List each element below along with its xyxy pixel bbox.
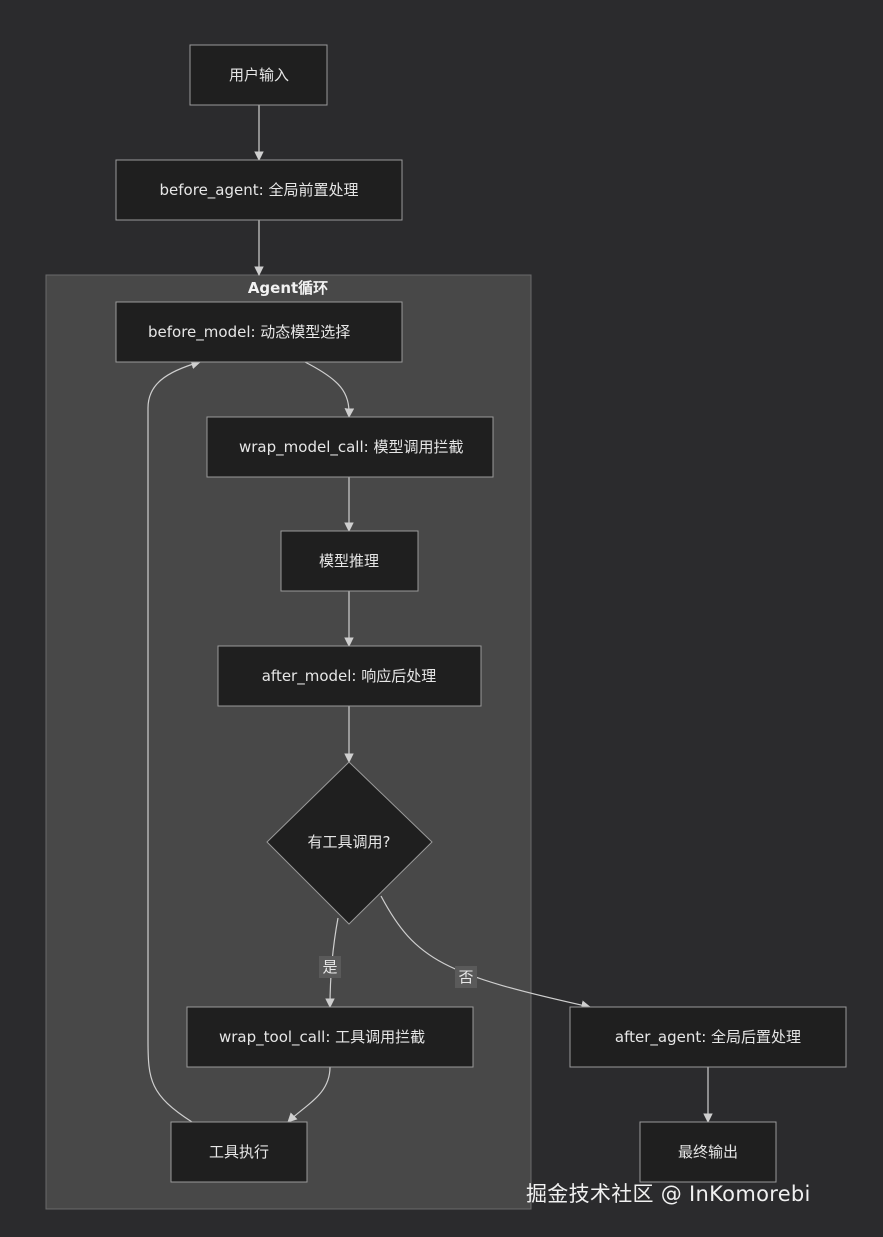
svg-text:after_agent: 全局后置处理: after_agent: 全局后置处理 [615, 1028, 801, 1047]
svg-text:after_model: 响应后处理: after_model: 响应后处理 [262, 667, 437, 686]
cluster-title: Agent循环 [248, 279, 328, 297]
svg-text:最终输出: 最终输出 [678, 1143, 738, 1161]
node-has-tool-call-decision: 有工具调用? [266, 761, 433, 925]
node-before-agent: before_agent: 全局前置处理 [115, 159, 403, 221]
node-tool-exec: 工具执行 [170, 1121, 308, 1183]
svg-text:否: 否 [458, 968, 473, 986]
edge-label-no: 否 [455, 966, 477, 988]
svg-text:wrap_model_call: 模型调用拦截: wrap_model_call: 模型调用拦截 [239, 438, 463, 457]
node-user-input: 用户输入 [189, 44, 328, 106]
svg-text:用户输入: 用户输入 [229, 66, 289, 84]
watermark: 掘金技术社区 @ InKomorebi [526, 1182, 811, 1206]
agent-loop-cluster: Agent循环 [45, 274, 532, 1210]
svg-text:工具执行: 工具执行 [209, 1143, 269, 1161]
svg-text:模型推理: 模型推理 [319, 552, 379, 570]
edge-label-yes: 是 [319, 956, 341, 978]
node-before-model: before_model: 动态模型选择 [115, 301, 403, 363]
node-after-agent: after_agent: 全局后置处理 [569, 1006, 847, 1068]
node-model-inference: 模型推理 [280, 530, 419, 592]
node-wrap-model-call: wrap_model_call: 模型调用拦截 [206, 416, 494, 478]
svg-text:wrap_tool_call: 工具调用拦截: wrap_tool_call: 工具调用拦截 [219, 1028, 425, 1047]
node-final-output: 最终输出 [639, 1121, 777, 1183]
edges [147, 105, 713, 1123]
svg-text:有工具调用?: 有工具调用? [308, 833, 391, 851]
edge-exec-loop-back [147, 359, 201, 1123]
node-wrap-tool-call: wrap_tool_call: 工具调用拦截 [186, 1006, 474, 1068]
svg-text:before_agent: 全局前置处理: before_agent: 全局前置处理 [160, 181, 359, 200]
svg-text:是: 是 [322, 958, 337, 976]
edge-before-model-to-wrap-model [304, 361, 355, 418]
edge-wrap-tool-to-exec [287, 1066, 331, 1123]
edge-decision-no [380, 895, 591, 1010]
svg-text:before_model: 动态模型选择: before_model: 动态模型选择 [148, 323, 350, 342]
node-after-model: after_model: 响应后处理 [217, 645, 482, 707]
